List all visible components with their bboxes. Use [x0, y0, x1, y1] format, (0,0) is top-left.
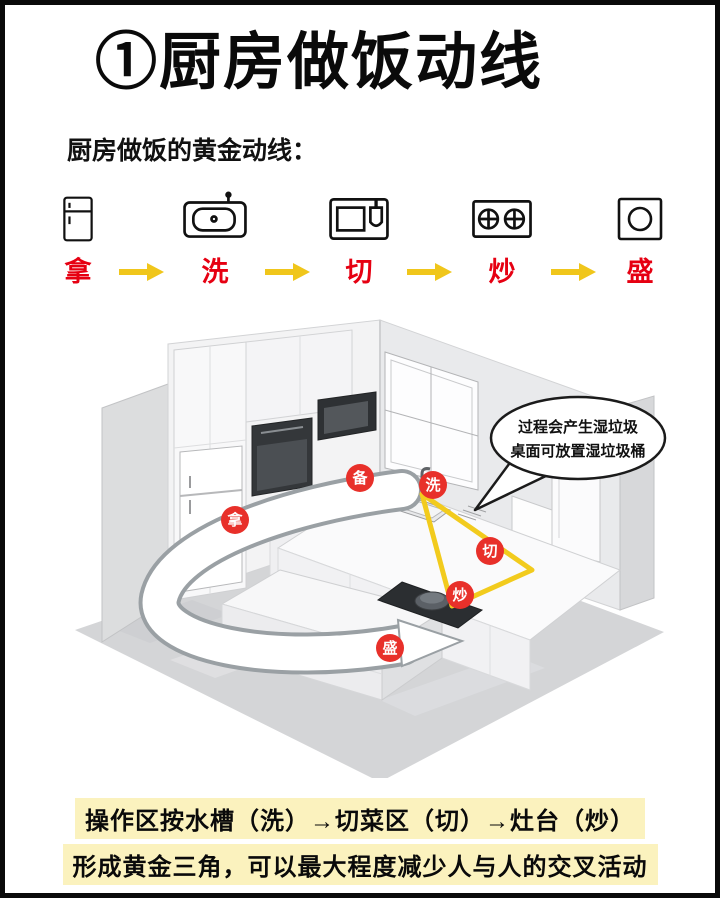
workflow-step-label: 盛 — [626, 257, 654, 288]
flow-badge-prep: 备 — [346, 464, 374, 493]
workflow-step-label: 切 — [345, 257, 373, 288]
right-arrow-icon — [407, 263, 452, 282]
cooktop — [376, 581, 484, 629]
sink-icon — [183, 191, 247, 239]
right-arrow-icon — [551, 263, 596, 282]
svg-text:切: 切 — [482, 543, 497, 560]
workflow-step-label: 拿 — [64, 257, 92, 288]
svg-text:过程会产生湿垃圾: 过程会产生湿垃圾 — [518, 418, 639, 436]
workflow-step-wash: 洗 — [183, 191, 247, 286]
workflow-step-label: 炒 — [488, 257, 516, 288]
svg-text:炒: 炒 — [452, 587, 467, 604]
flow-badge-cut: 切 — [476, 537, 504, 566]
workflow-row: 拿 洗 切 — [55, 191, 665, 286]
svg-text:盛: 盛 — [382, 639, 397, 657]
flow-swoosh-arrow — [138, 469, 465, 675]
footer-notes: 操作区按水槽（洗）→切菜区（切）→灶台（炒） 形成黄金三角，可以最大程度减少人与… — [5, 793, 715, 886]
workflow-step-serve: 盛 — [615, 191, 665, 286]
flow-badge-wash: 洗 — [419, 471, 447, 500]
wall-oven — [251, 417, 313, 497]
speech-bubble: 过程会产生湿垃圾 桌面可放置湿垃圾桶 — [473, 395, 667, 512]
fridge-icon — [63, 196, 93, 242]
workflow-step-cut: 切 — [329, 191, 389, 286]
window — [384, 351, 479, 491]
flow-badge-serve: 盛 — [376, 634, 404, 663]
workflow-step-fry: 炒 — [471, 191, 533, 286]
footer-note-line1: 操作区按水槽（洗）→切菜区（切）→灶台（炒） — [75, 798, 645, 840]
flow-badge-take: 拿 — [221, 506, 249, 535]
microwave — [317, 391, 377, 441]
work-triangle — [419, 491, 535, 609]
svg-text:桌面可放置湿垃圾桶: 桌面可放置湿垃圾桶 — [509, 442, 645, 460]
plate-icon — [617, 197, 663, 241]
workflow-step-label: 洗 — [201, 257, 229, 288]
svg-text:拿: 拿 — [226, 511, 243, 529]
kitchen-illustration-wrap: 拿 备 洗 切 炒 盛 过程会产生湿垃圾 桌面可放置湿垃圾桶 — [50, 298, 670, 783]
cutting-board-icon — [329, 198, 389, 241]
flow-badge-fry: 炒 — [446, 581, 474, 610]
right-arrow-icon — [265, 263, 310, 282]
footer-note-line2: 形成黄金三角，可以最大程度减少人与人的交叉活动 — [62, 844, 658, 886]
workflow-step-take: 拿 — [55, 191, 101, 286]
stove-icon — [472, 200, 532, 239]
kitchen-illustration: 拿 备 洗 切 炒 盛 过程会产生湿垃圾 桌面可放置湿垃圾桶 — [75, 319, 667, 783]
svg-text:洗: 洗 — [425, 476, 440, 494]
subtitle: 厨房做饭的黄金动线： — [67, 137, 318, 166]
page-title: ①厨房做饭动线 — [95, 28, 544, 97]
right-arrow-icon — [119, 263, 164, 282]
svg-text:备: 备 — [351, 469, 368, 487]
